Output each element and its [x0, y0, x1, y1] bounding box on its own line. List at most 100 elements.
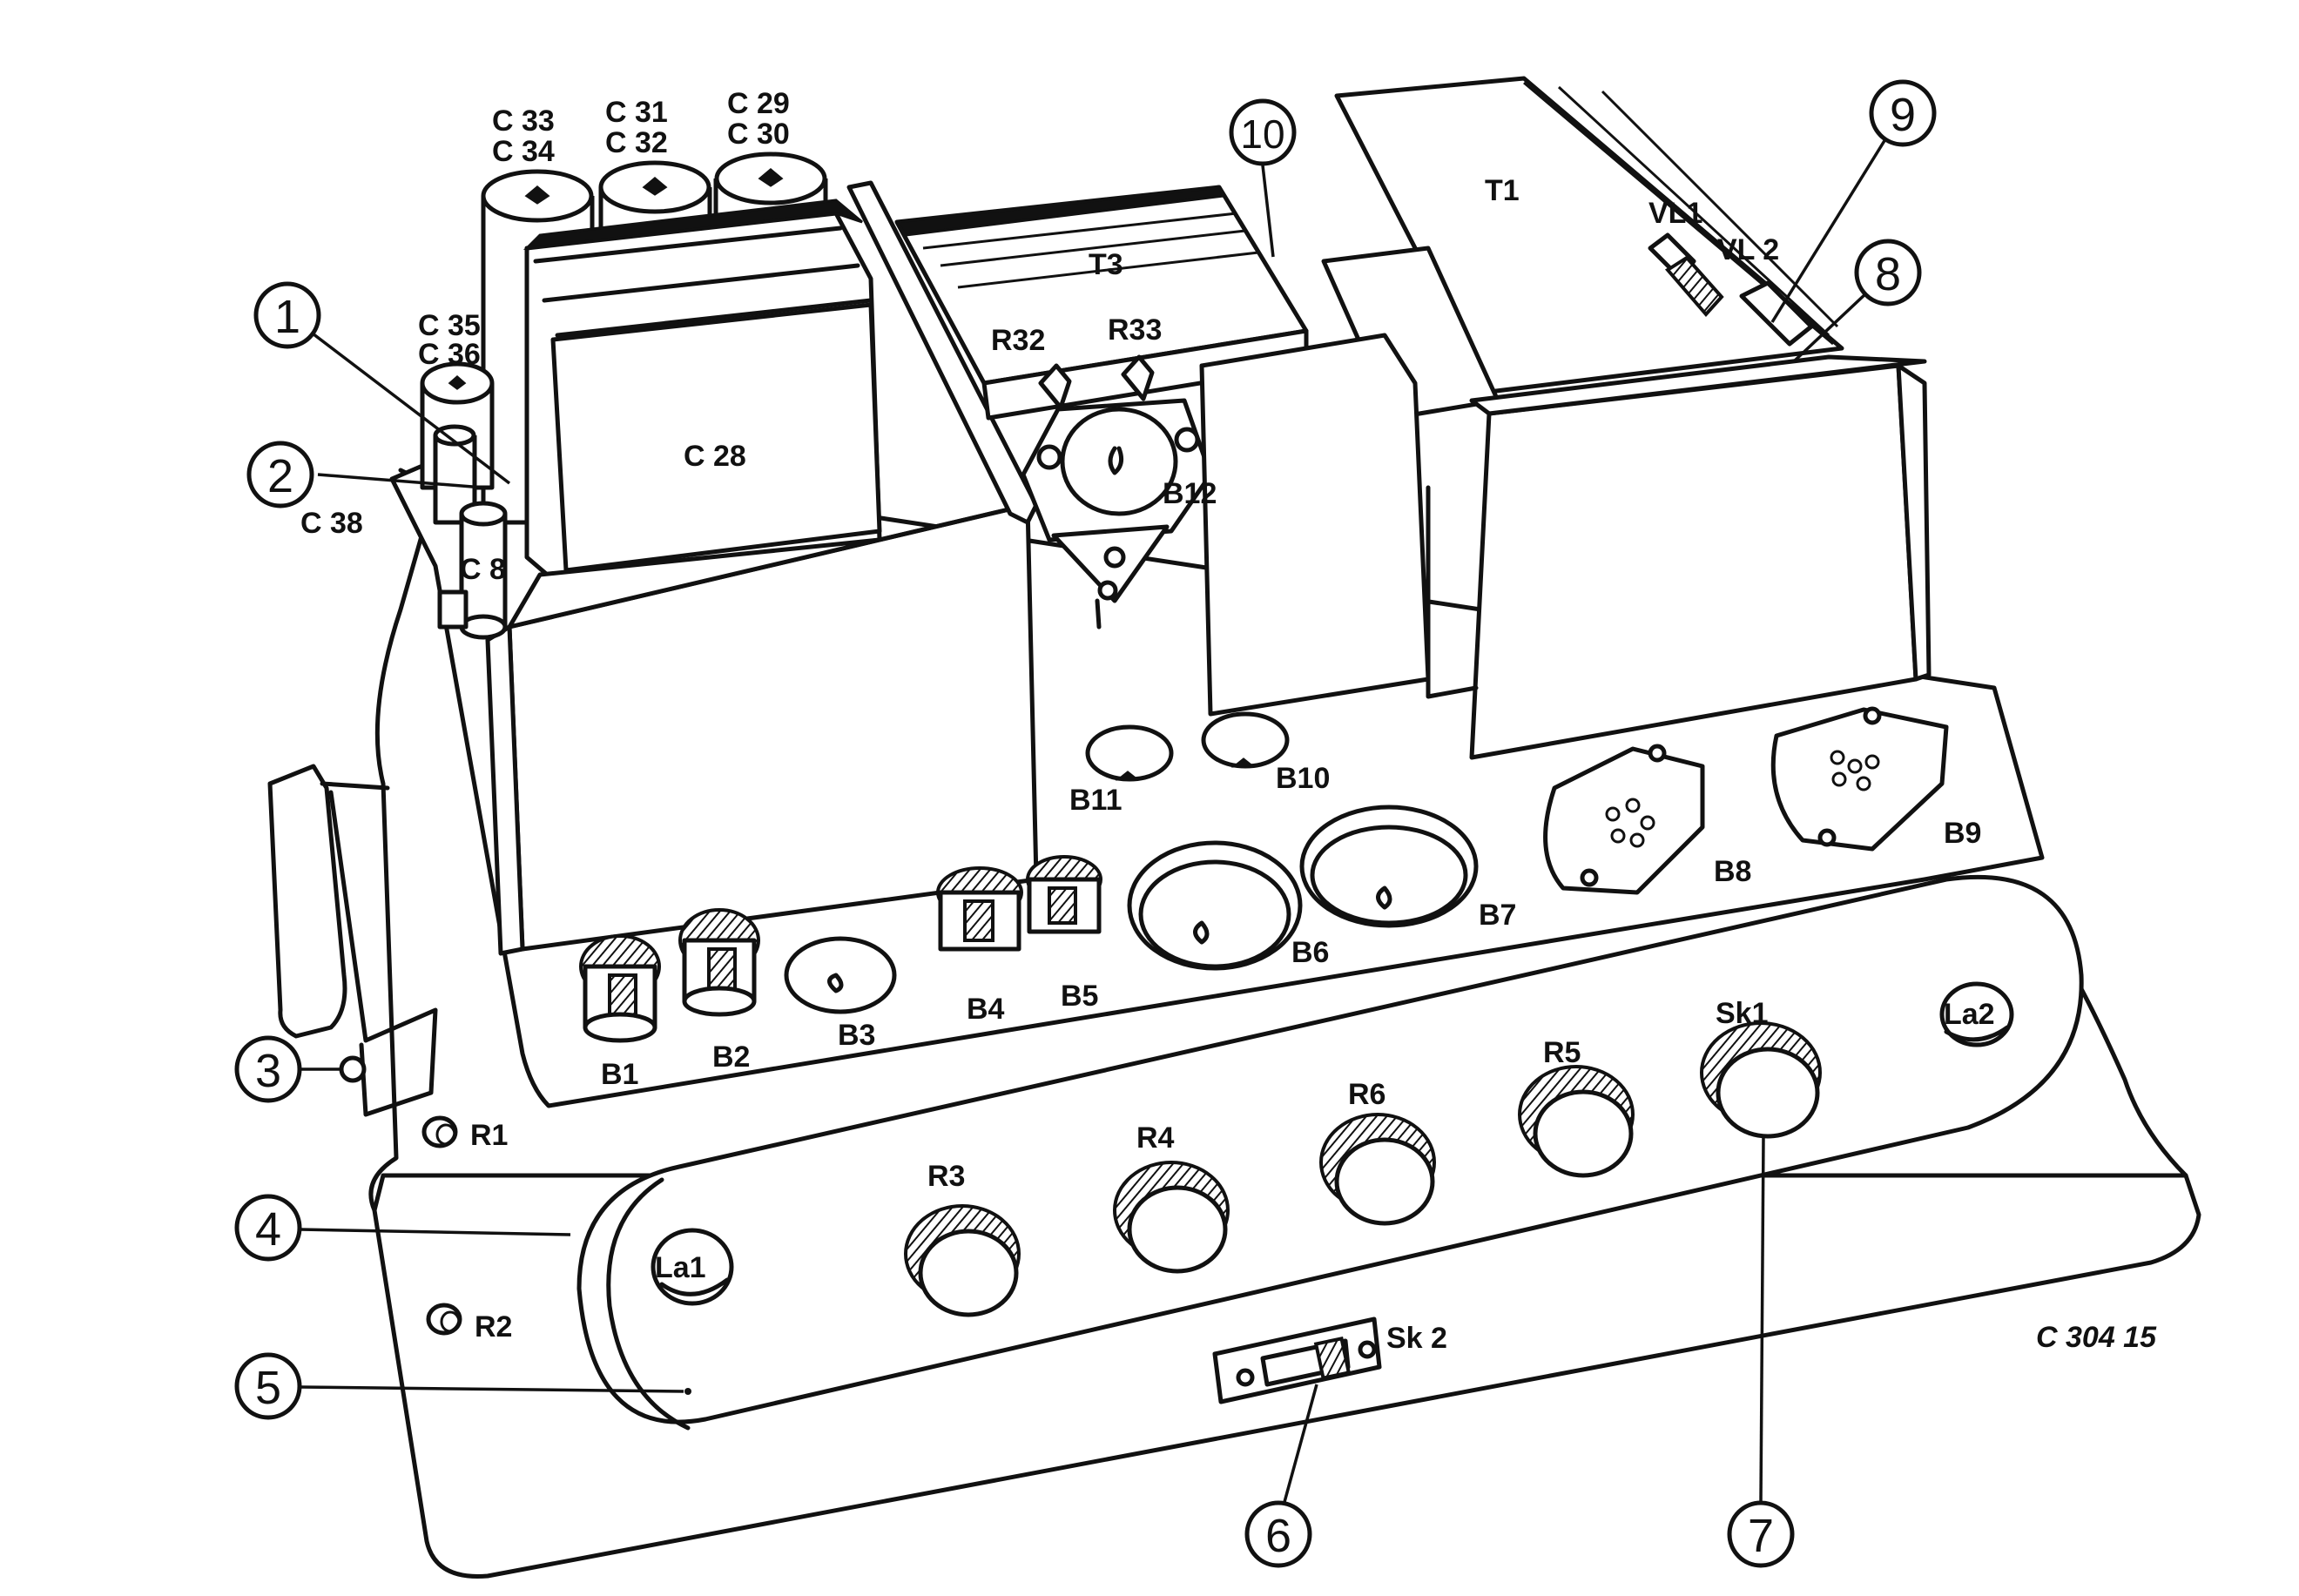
shield-right-side	[1896, 363, 1932, 682]
label-sk1: Sk1	[1716, 997, 1769, 1030]
drawing-code: C 304 15	[2036, 1321, 2157, 1354]
socket-b3	[784, 936, 897, 1014]
callout-9: 9	[1770, 79, 1937, 323]
panel-dot	[684, 1388, 691, 1395]
svg-text:8: 8	[1875, 248, 1901, 300]
label-r3: R3	[927, 1160, 965, 1193]
label-t3: T3	[1089, 248, 1123, 281]
cap-label-c35: C 35 C 36	[418, 309, 481, 371]
socket-b10	[1201, 711, 1290, 769]
svg-text:C 30: C 30	[727, 118, 790, 151]
callout-5: 5	[234, 1352, 684, 1420]
label-t1: T1	[1485, 174, 1520, 207]
svg-text:C 34: C 34	[492, 135, 555, 168]
callout-2: 2	[246, 441, 484, 508]
label-b9: B9	[1944, 817, 1981, 850]
svg-text:5: 5	[255, 1362, 281, 1414]
callout-10: 10	[1229, 98, 1297, 258]
svg-text:6: 6	[1265, 1510, 1291, 1562]
label-b7: B7	[1479, 899, 1516, 932]
label-sk2: Sk 2	[1386, 1322, 1447, 1355]
shield-right-base	[1426, 485, 1479, 699]
lamp-la2	[1939, 981, 2014, 1047]
socket-b6	[1127, 840, 1303, 971]
svg-text:9: 9	[1890, 89, 1916, 141]
base-side-left	[368, 468, 438, 1213]
callout-4: 4	[234, 1194, 571, 1262]
valve-b4	[936, 866, 1023, 952]
label-b1: B1	[601, 1058, 638, 1091]
cap-c38	[433, 424, 477, 525]
label-r5: R5	[1543, 1036, 1581, 1069]
socket-b9	[1770, 706, 1949, 852]
cap-c8	[437, 501, 508, 640]
lamp-la1	[651, 1228, 734, 1306]
component-c28	[522, 199, 882, 586]
knob-r6[interactable]	[1319, 1113, 1436, 1226]
svg-text:10: 10	[1240, 111, 1284, 157]
label-r33: R33	[1108, 313, 1162, 347]
label-c28: C 28	[684, 440, 746, 473]
label-la1: La1	[655, 1251, 706, 1284]
label-b3: B3	[838, 1019, 875, 1052]
socket-b11	[1085, 724, 1174, 782]
label-r6: R6	[1348, 1078, 1385, 1111]
svg-text:C 31: C 31	[605, 96, 668, 129]
callout-6: 6	[1244, 1384, 1318, 1568]
svg-text:2: 2	[267, 450, 293, 502]
label-b12: B12	[1163, 477, 1217, 510]
svg-text:C 36: C 36	[418, 338, 481, 371]
svg-text:4: 4	[255, 1203, 281, 1256]
label-b10: B10	[1276, 762, 1330, 795]
label-r1: R1	[470, 1119, 508, 1152]
front-panel-edge	[606, 1177, 691, 1431]
callout-3: 3	[234, 1035, 341, 1103]
shield-right-top	[1469, 354, 1927, 416]
callout-7: 7	[1727, 1135, 1795, 1568]
label-r32: R32	[991, 324, 1045, 357]
knob-r3[interactable]	[904, 1204, 1021, 1317]
knob-r4[interactable]	[1113, 1161, 1230, 1274]
svg-text:7: 7	[1748, 1510, 1774, 1562]
shield-middle	[1199, 333, 1431, 717]
label-c38: C 38	[300, 507, 363, 540]
callout-8: 8	[1792, 239, 1922, 363]
valve-b1	[579, 934, 661, 1043]
svg-text:C 35: C 35	[418, 309, 481, 342]
label-b11: B11	[1069, 784, 1123, 817]
svg-text:C 32: C 32	[605, 126, 668, 159]
cap-label-c33: C 33 C 34	[492, 104, 555, 168]
valve-b5	[1026, 855, 1102, 934]
label-b5: B5	[1061, 980, 1098, 1013]
socket-b12	[1021, 354, 1213, 630]
callout-1: 1	[253, 281, 511, 485]
knob-r5[interactable]	[1518, 1065, 1635, 1178]
label-c8: C 8	[460, 553, 506, 586]
svg-text:C 33: C 33	[492, 104, 555, 138]
cap-label-c31: C 31 C 32	[605, 96, 668, 159]
side-screw	[339, 1055, 367, 1083]
side-bracket	[267, 764, 347, 1039]
label-b4: B4	[967, 993, 1005, 1026]
partition-wall	[846, 180, 1039, 525]
side-handle	[320, 781, 438, 1117]
socket-b8	[1543, 744, 1705, 895]
label-b8: B8	[1714, 855, 1751, 888]
label-b2: B2	[712, 1040, 750, 1074]
trimmer-r1	[421, 1115, 458, 1148]
label-la2: La2	[1944, 998, 1995, 1031]
trimmer-r2	[426, 1303, 462, 1336]
svg-text:1: 1	[274, 291, 300, 343]
socket-b7	[1299, 805, 1479, 928]
valve-b2	[678, 908, 760, 1017]
switch-sk2[interactable]	[1212, 1317, 1382, 1404]
label-vl2: VL 2	[1717, 233, 1779, 266]
svg-text:3: 3	[255, 1045, 281, 1097]
label-r4: R4	[1136, 1121, 1175, 1155]
cap-label-c29: C 29 C 30	[727, 87, 790, 151]
svg-text:C 29: C 29	[727, 87, 790, 120]
label-vl1: VL1	[1648, 197, 1702, 230]
knob-sk1[interactable]	[1700, 1021, 1822, 1139]
